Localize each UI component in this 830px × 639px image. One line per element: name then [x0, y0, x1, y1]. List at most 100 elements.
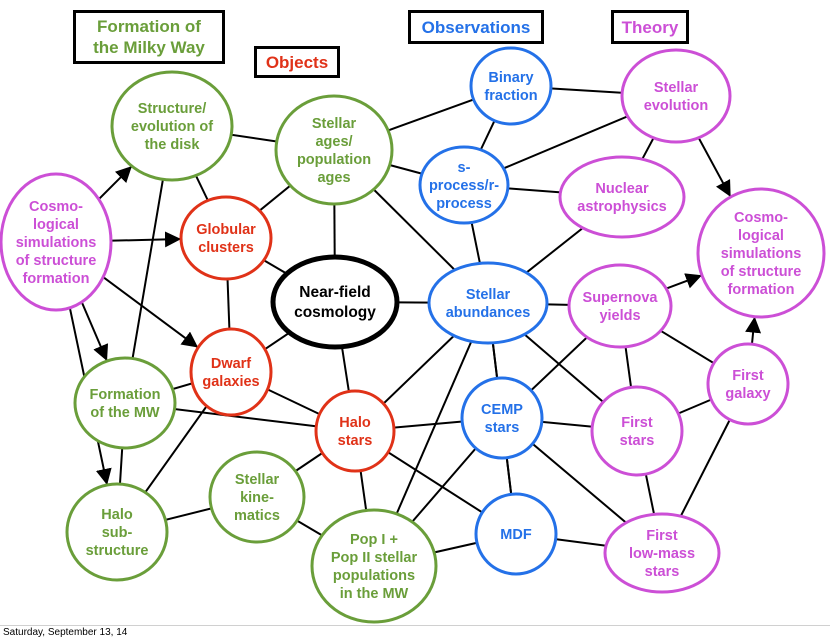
node-shape-globular-clusters — [179, 195, 273, 281]
node-shape-cosmo-sim-left — [0, 172, 113, 312]
node-label-stellar-kinematics-1: kine- — [240, 490, 274, 506]
node-label-stellar-kinematics-0: Stellar — [235, 472, 280, 488]
node-label-near-field-0: Near-field — [299, 284, 371, 301]
node-nuclear-astro: Nuclear astrophysics — [558, 155, 686, 239]
node-label-first-low-mass-0: First — [646, 528, 678, 544]
node-label-pop-stellar-1: Pop II stellar — [331, 550, 418, 566]
node-shape-stellar-abundances — [427, 261, 549, 345]
node-label-cosmo-sim-right-0: Cosmo- — [734, 210, 788, 226]
node-first-galaxy: First galaxy — [706, 342, 790, 426]
node-label-pop-stellar-3: in the MW — [340, 586, 409, 602]
legend-formation: Formation of the Milky Way — [73, 10, 225, 64]
node-label-cemp-stars-0: CEMP — [481, 402, 523, 418]
node-label-pop-stellar-0: Pop I + — [350, 532, 398, 548]
node-label-first-low-mass-1: low-mass — [629, 546, 695, 562]
node-shape-near-field — [270, 254, 400, 350]
node-label-near-field-1: cosmology — [294, 304, 376, 321]
node-label-halo-substructure-0: Halo — [101, 507, 133, 523]
node-label-binary-fraction-0: Binary — [488, 70, 533, 86]
node-label-first-low-mass-2: stars — [645, 564, 680, 580]
node-shape-binary-fraction — [469, 46, 553, 126]
node-pop-stellar: Pop I + Pop II stellar populations in the M… — [310, 508, 438, 624]
node-label-stellar-ages-2: population — [297, 152, 371, 168]
node-label-globular-clusters-1: clusters — [198, 240, 254, 256]
node-label-stellar-abundances-1: abundances — [446, 305, 531, 321]
node-shape-stellar-kinematics — [208, 450, 306, 544]
node-label-supernova-yields-1: yields — [599, 308, 640, 324]
node-label-binary-fraction-1: fraction — [484, 88, 537, 104]
node-shape-halo-stars — [314, 389, 396, 473]
legend-formation-label: Formation of the Milky Way — [93, 17, 205, 57]
node-label-dwarf-galaxies-1: galaxies — [202, 374, 259, 390]
node-shape-structure-disk — [110, 70, 234, 182]
node-shape-dwarf-galaxies — [189, 327, 273, 417]
node-label-cosmo-sim-left-2: simulations — [16, 235, 97, 251]
node-globular-clusters: Globular clusters — [179, 195, 273, 281]
node-shape-cemp-stars — [460, 376, 544, 460]
node-label-cosmo-sim-right-2: simulations — [721, 246, 802, 262]
node-label-stellar-ages-0: Stellar — [312, 116, 357, 132]
node-cemp-stars: CEMP stars — [460, 376, 544, 460]
node-label-mdf-0: MDF — [500, 527, 532, 543]
footer-date: Saturday, September 13, 14 — [0, 625, 830, 639]
node-shape-formation-mw — [73, 356, 177, 450]
node-label-first-stars-1: stars — [620, 433, 655, 449]
node-stellar-ages: Stellar ages/population ages — [274, 94, 394, 206]
node-shape-cosmo-sim-right — [696, 187, 826, 319]
legend-theory: Theory — [611, 10, 689, 44]
node-label-cosmo-sim-left-4: formation — [23, 271, 90, 287]
node-shape-supernova-yields — [567, 263, 673, 349]
node-label-nuclear-astro-1: astrophysics — [577, 199, 666, 215]
node-label-cemp-stars-1: stars — [485, 420, 520, 436]
node-label-halo-substructure-1: sub- — [102, 525, 133, 541]
node-label-cosmo-sim-right-3: of structure — [721, 264, 802, 280]
node-label-nuclear-astro-0: Nuclear — [595, 181, 649, 197]
legend-objects-label: Objects — [265, 53, 329, 72]
nodes-layer: Near-field cosmology Structure/evolution o… — [0, 46, 826, 624]
node-label-supernova-yields-0: Supernova — [583, 290, 659, 306]
node-first-low-mass: First low-mass stars — [603, 512, 721, 594]
node-label-formation-mw-1: of the MW — [90, 405, 160, 421]
node-label-halo-stars-0: Halo — [339, 415, 371, 431]
concept-map: Near-field cosmology Structure/evolution o… — [0, 46, 826, 624]
node-label-cosmo-sim-left-0: Cosmo- — [29, 199, 83, 215]
node-near-field: Near-field cosmology — [270, 254, 400, 350]
node-label-s-process-1: process/r- — [429, 178, 499, 194]
node-shape-pop-stellar — [310, 508, 438, 624]
node-supernova-yields: Supernova yields — [567, 263, 673, 349]
node-label-first-galaxy-1: galaxy — [725, 386, 770, 402]
node-label-stellar-ages-3: ages — [317, 170, 350, 186]
node-label-stellar-evolution-1: evolution — [644, 98, 708, 114]
node-shape-stellar-evolution — [620, 48, 732, 144]
node-label-cosmo-sim-left-3: of structure — [16, 253, 97, 269]
node-shape-halo-substructure — [65, 482, 169, 582]
node-label-stellar-ages-1: ages/ — [315, 134, 352, 150]
node-binary-fraction: Binary fraction — [469, 46, 553, 126]
node-label-stellar-kinematics-2: matics — [234, 508, 280, 524]
node-mdf: MDF — [474, 492, 558, 576]
node-label-first-stars-0: First — [621, 415, 653, 431]
node-shape-first-low-mass — [603, 512, 721, 594]
node-label-structure-disk-0: Structure/ — [138, 101, 207, 117]
node-s-process: s-process/r-process — [418, 145, 510, 225]
legend-objects: Objects — [254, 46, 340, 78]
node-label-stellar-abundances-0: Stellar — [466, 287, 511, 303]
node-shape-first-stars — [590, 385, 684, 477]
node-label-first-galaxy-0: First — [732, 368, 764, 384]
legend-observations: Observations — [408, 10, 544, 44]
legend-observations-label: Observations — [421, 18, 531, 37]
node-shape-nuclear-astro — [558, 155, 686, 239]
legend-theory-label: Theory — [621, 18, 679, 37]
node-label-cosmo-sim-right-1: logical — [738, 228, 784, 244]
node-stellar-kinematics: Stellar kine-matics — [208, 450, 306, 544]
node-label-globular-clusters-0: Globular — [196, 222, 256, 238]
node-shape-mdf — [474, 492, 558, 576]
node-formation-mw: Formation of the MW — [73, 356, 177, 450]
node-label-formation-mw-0: Formation — [90, 387, 161, 403]
node-label-pop-stellar-2: populations — [333, 568, 415, 584]
